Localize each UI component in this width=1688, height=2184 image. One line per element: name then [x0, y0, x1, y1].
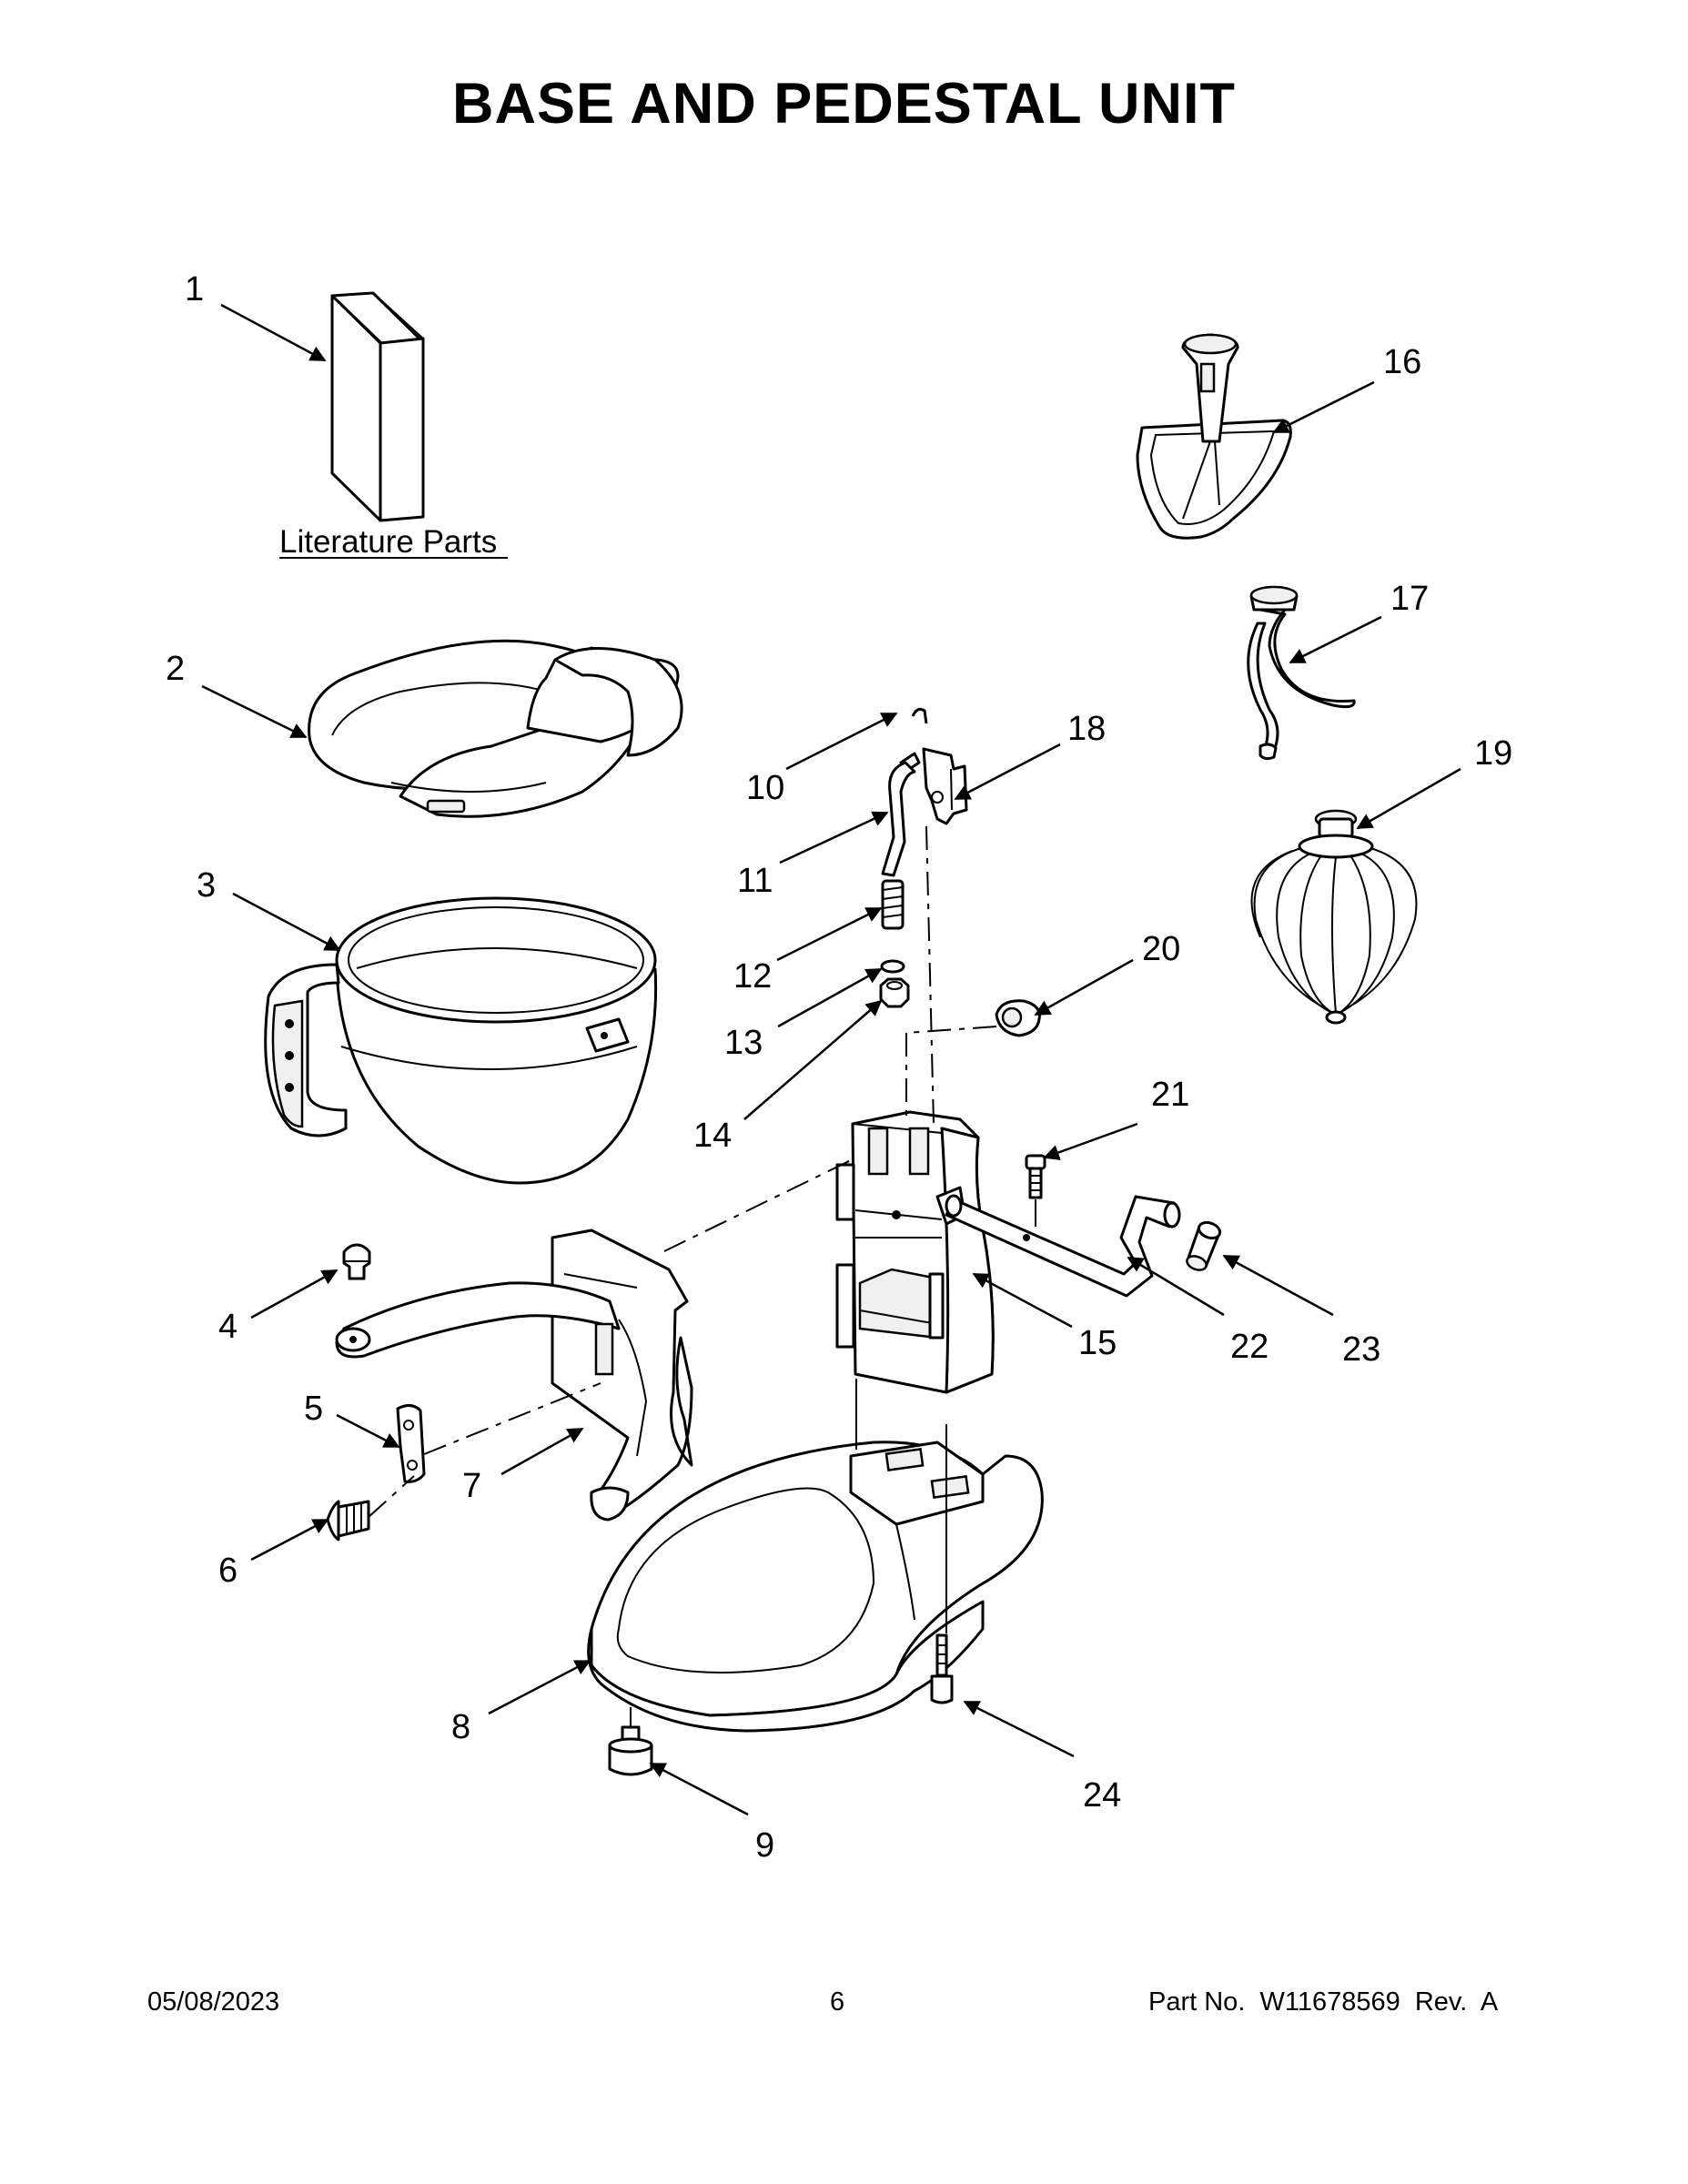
flat-beater	[1136, 333, 1292, 540]
callout-22: 22	[1230, 1328, 1269, 1366]
bowl-support-arm	[335, 1228, 693, 1522]
rubber-foot	[608, 1725, 653, 1776]
lift-bracket	[922, 747, 968, 825]
callout-3: 3	[197, 866, 216, 905]
lift-lever-knob	[995, 999, 1041, 1037]
clamp-plate	[396, 1404, 426, 1483]
callout-14: 14	[693, 1117, 732, 1155]
crank-handle-knob	[1186, 1220, 1222, 1271]
callout-8: 8	[451, 1708, 470, 1746]
callout-numbers: 1 2 3 4 5 6 7 8 9 10 11 12 13 14 15 16 1…	[166, 270, 1512, 1865]
callout-12: 12	[733, 957, 772, 996]
callout-13: 13	[724, 1024, 763, 1062]
base-screw	[930, 1633, 954, 1704]
pan-screw	[326, 1500, 370, 1542]
callout-15: 15	[1078, 1324, 1117, 1362]
hairpin-clip	[911, 708, 928, 724]
callout-17: 17	[1390, 580, 1429, 618]
callout-23: 23	[1342, 1330, 1380, 1369]
callout-1: 1	[185, 270, 204, 308]
page-title: BASE AND PEDESTAL UNIT	[452, 72, 1236, 136]
callout-24: 24	[1083, 1776, 1121, 1815]
literature-booklet	[330, 291, 425, 522]
pedestal-column	[835, 1110, 995, 1394]
callout-5: 5	[304, 1390, 323, 1428]
footer-date: 05/08/2023	[147, 1987, 280, 2017]
callout-21: 21	[1151, 1076, 1189, 1114]
lift-crank	[945, 1194, 1181, 1298]
callout-2: 2	[166, 650, 185, 688]
locating-pin	[342, 1243, 371, 1280]
dough-hook	[1247, 585, 1356, 761]
callout-19: 19	[1474, 734, 1512, 773]
callout-4: 4	[218, 1308, 238, 1346]
callout-16: 16	[1383, 343, 1421, 381]
callout-6: 6	[218, 1552, 238, 1590]
literature-label: Literature Parts	[279, 524, 497, 560]
pouring-shield	[308, 639, 683, 818]
cap-screw	[1025, 1154, 1046, 1199]
assembly-lines	[368, 825, 1036, 1727]
washer	[880, 959, 905, 974]
leader-arrows	[201, 303, 1461, 1816]
pivot-pin	[881, 752, 921, 877]
callout-10: 10	[746, 769, 784, 807]
mixing-bowl	[264, 896, 658, 1185]
hex-nut	[879, 977, 910, 1008]
callout-7: 7	[462, 1467, 481, 1505]
callout-18: 18	[1067, 710, 1106, 748]
callout-11: 11	[737, 862, 773, 900]
footer-part-number: Part No. W11678569 Rev. A	[1148, 1987, 1499, 2017]
stand-base	[587, 1441, 1044, 1733]
callout-20: 20	[1142, 930, 1180, 968]
callout-9: 9	[755, 1826, 774, 1865]
wire-whip	[1250, 809, 1418, 1025]
footer-page-number: 6	[830, 1987, 845, 2017]
spring	[881, 879, 905, 930]
